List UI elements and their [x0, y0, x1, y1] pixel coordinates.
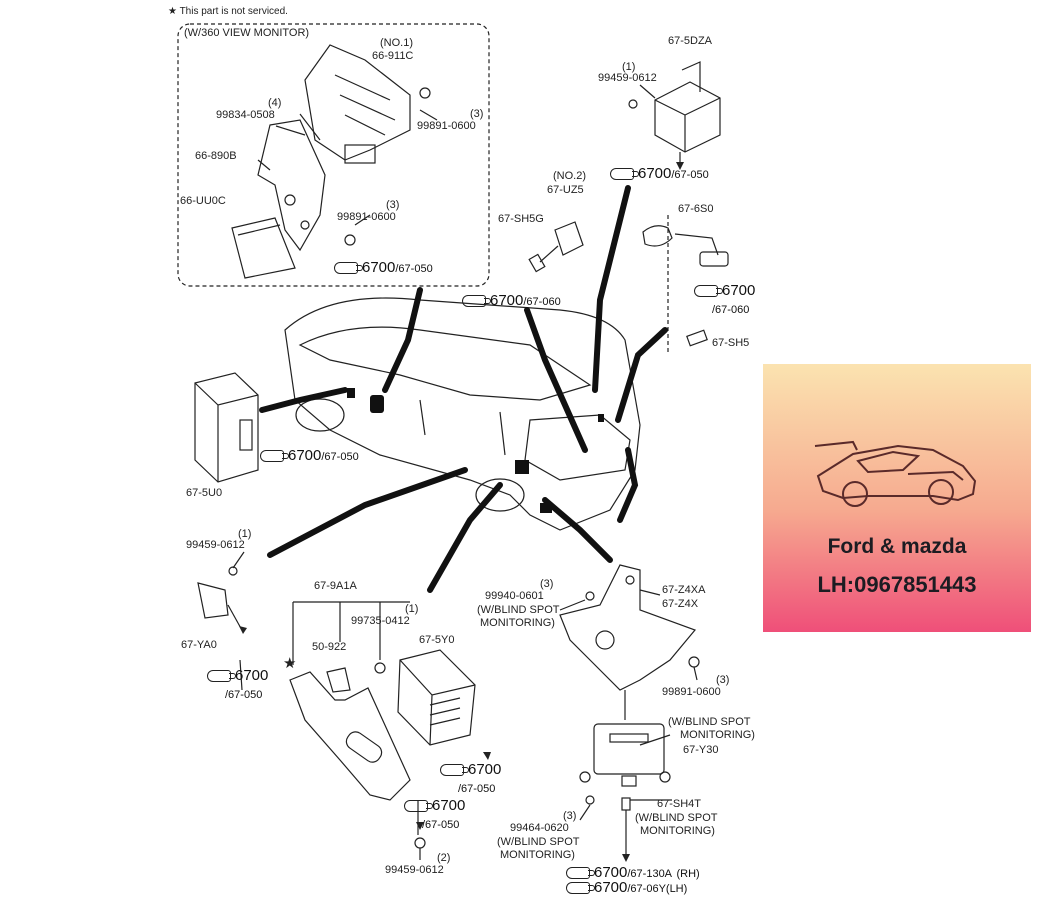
label-67-Y30: 67-Y30	[683, 744, 719, 756]
label-99940-0601: 99940-0601	[485, 590, 544, 602]
dealer-ad-banner: Ford & mazda LH:0967851443	[763, 364, 1031, 632]
ref-callout[interactable]: 6700/67-06Y(LH)	[566, 879, 687, 897]
pointing-hand-icon	[334, 261, 363, 274]
label-67-5U0: 67-5U0	[186, 487, 223, 499]
label-q3c: (3)	[540, 578, 554, 590]
ref-callout[interactable]: 6700/67-050	[207, 667, 268, 703]
nut-icon	[419, 87, 431, 99]
pointing-hand-icon	[462, 294, 491, 307]
vehicle-outline	[284, 297, 641, 531]
module-67-5Y0	[397, 649, 476, 746]
pointing-hand-icon	[610, 167, 639, 180]
nut-icon	[344, 234, 356, 246]
module-66-UU0C	[231, 217, 296, 279]
bolt-icon	[374, 662, 386, 674]
bolt-icon	[585, 795, 595, 805]
label-50-922: 50-922	[312, 641, 347, 653]
label-monitoring1: MONITORING)	[480, 617, 555, 629]
label-66-911C: 66-911C	[372, 50, 414, 62]
label-no2: (NO.2)	[553, 170, 586, 182]
label-67-UZ5: 67-UZ5	[547, 184, 584, 196]
label-66-UU0C: 66-UU0C	[180, 195, 226, 207]
label-67-SH5: 67-SH5	[712, 337, 750, 349]
ref-callout[interactable]: 6700/67-050	[334, 259, 433, 277]
pointing-hand-icon	[404, 799, 433, 812]
bolt-icon	[414, 837, 426, 849]
bracket-67-9A1A	[289, 671, 411, 801]
label-67-5Y0: 67-5Y0	[419, 634, 455, 646]
label-99459-0612a: 99459-0612	[598, 72, 657, 84]
label-99891-0600a: 99891-0600	[417, 120, 476, 132]
label-q1b: (1)	[238, 528, 252, 540]
label-monitoring4: MONITORING)	[640, 825, 715, 837]
label-99834-0508: 99834-0508	[216, 109, 275, 121]
camera-67-UZ5	[554, 221, 584, 256]
label-67-SH5G: 67-SH5G	[498, 213, 544, 225]
label-q3d: (3)	[716, 674, 730, 686]
sensor-67-6S0	[642, 225, 673, 247]
label-67-Z4XA: 67-Z4XA	[662, 584, 706, 596]
label-wbsm1: (W/BLIND SPOT	[477, 604, 560, 616]
bolt-icon	[628, 99, 638, 109]
bracket-67-Z4X	[559, 564, 697, 691]
ref-callout[interactable]: 6700/67-050	[404, 797, 465, 833]
label-67-5DZA: 67-5DZA	[668, 35, 713, 47]
label-q3e: (3)	[563, 810, 577, 822]
label-99891-0600c: 99891-0600	[662, 686, 721, 698]
label-99735-0412: 99735-0412	[351, 615, 410, 627]
label-67-6S0: 67-6S0	[678, 203, 714, 215]
bolt-icon	[585, 591, 595, 601]
ref-callout[interactable]: 6700/67-060	[462, 292, 561, 310]
label-wbsm2: (W/BLIND SPOT	[668, 716, 751, 728]
label-q1a: (1)	[622, 61, 636, 73]
label-q4: (4)	[268, 97, 282, 109]
pointing-hand-icon	[566, 881, 595, 894]
nut-icon	[688, 656, 700, 668]
ref-callout[interactable]: 6700/67-050	[610, 165, 709, 183]
module-67-5DZA	[654, 81, 721, 153]
ref-callout[interactable]: 6700/67-050	[440, 761, 501, 797]
label-99459-0612c: 99459-0612	[385, 864, 444, 876]
ad-phone-text: LH:0967851443	[817, 572, 977, 597]
label-67-SH4T: 67-SH4T	[657, 798, 702, 810]
label-67-Z4X: 67-Z4X	[662, 598, 699, 610]
label-99459-0612b: 99459-0612	[186, 539, 245, 551]
label-monitoring3: MONITORING)	[500, 849, 575, 861]
label-q1c: (1)	[405, 603, 419, 615]
view-monitor-group-box	[177, 23, 490, 287]
bracket-66-911C	[304, 44, 411, 161]
label-q3b: (3)	[386, 199, 400, 211]
label-wbsm3: (W/BLIND SPOT	[497, 836, 580, 848]
label-67-9A1A: 67-9A1A	[314, 580, 357, 592]
label-66-890B: 66-890B	[195, 150, 237, 162]
module-67-5U0	[194, 372, 259, 483]
sensor-67-YA0	[197, 582, 229, 619]
pointing-hand-icon	[260, 449, 289, 462]
pointing-hand-icon	[694, 284, 723, 297]
not-serviced-note: ★ This part is not serviced.	[168, 6, 288, 17]
not-serviced-star: ★	[283, 655, 297, 672]
label-q3a: (3)	[470, 108, 484, 120]
pointing-hand-icon	[440, 763, 469, 776]
group-box-title: (W/360 VIEW MONITOR)	[184, 27, 310, 39]
label-wbsm4: (W/BLIND SPOT	[635, 812, 718, 824]
module-67-Y30	[593, 723, 665, 775]
label-q2: (2)	[437, 852, 451, 864]
ad-brand-text: Ford & mazda	[827, 535, 967, 558]
bolt-icon	[228, 566, 238, 576]
sports-car-icon	[814, 440, 977, 507]
label-monitoring2: MONITORING)	[680, 729, 755, 741]
ref-callout[interactable]: 6700/67-130A (RH)	[566, 864, 700, 882]
label-no1: (NO.1)	[380, 37, 413, 49]
pointing-hand-icon	[566, 866, 595, 879]
label-99891-0600b: 99891-0600	[337, 211, 396, 223]
label-67-YA0: 67-YA0	[181, 639, 217, 651]
ref-callout[interactable]: 6700/67-050	[260, 447, 359, 465]
pointing-hand-icon	[207, 669, 236, 682]
label-99464-0620: 99464-0620	[510, 822, 569, 834]
bracket-66-890B	[257, 119, 326, 252]
ref-callout[interactable]: 6700/67-060	[694, 282, 755, 318]
